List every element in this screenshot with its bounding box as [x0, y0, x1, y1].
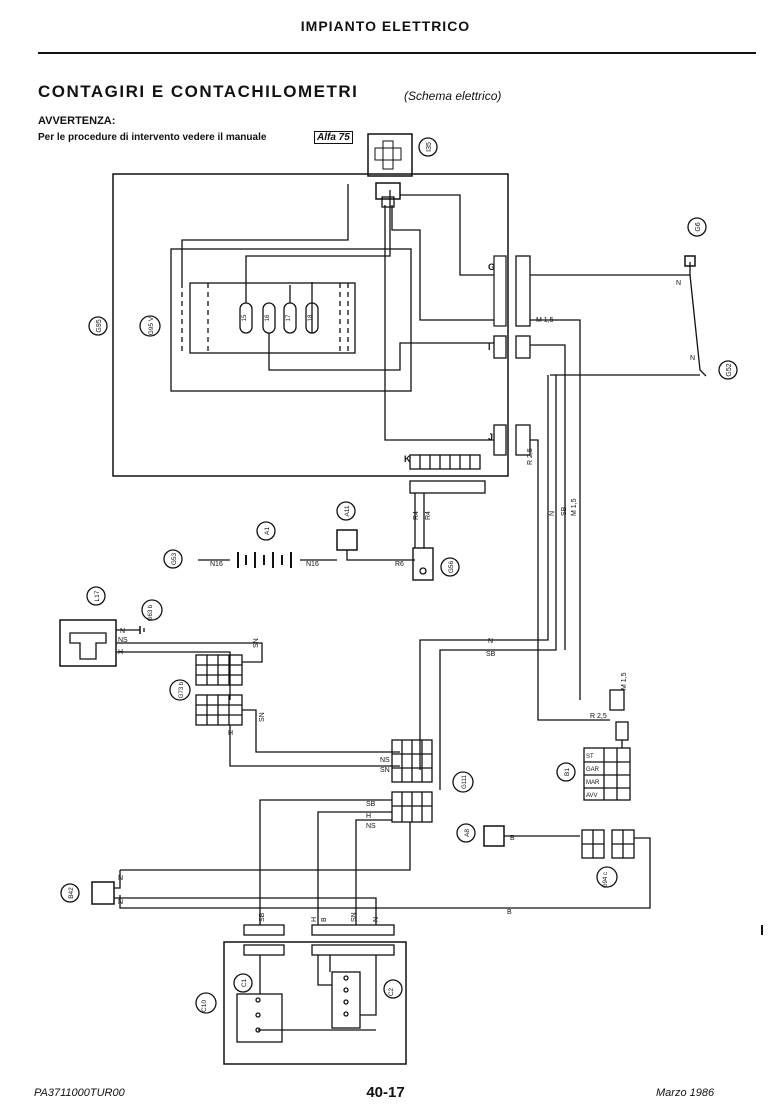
wire-ns-g111: NS	[380, 757, 390, 764]
label-g95: G95	[96, 319, 103, 332]
connector-g111: G111 NS SN SB H NS	[120, 739, 474, 925]
label-c1: C1	[241, 978, 248, 987]
label-g63b: G63 b	[148, 604, 154, 621]
wire-r25-top: R 2,5	[527, 448, 534, 465]
sender-a8: A8 G94 c B B	[119, 823, 651, 916]
label-g6: G6	[695, 222, 702, 231]
wire-n-g52: N	[690, 355, 695, 362]
wire-r4-right: R4	[425, 511, 432, 520]
sensor-l17: L17 G63 b N NS H G73 b SN SN H	[59, 586, 400, 767]
warning-label: AVVERTENZA:	[38, 115, 116, 127]
wire-sb-g111: SB	[366, 801, 376, 808]
page-subtitle: (Schema elettrico)	[404, 89, 502, 103]
wire-sn-c10: SN	[351, 912, 358, 922]
wire-h-g111: H	[366, 813, 371, 820]
gauge-pin-16: 16	[265, 314, 271, 321]
battery-circuit: A11 A1 G53 G56 R4 R4 R6 N16 N16	[163, 493, 460, 581]
label-c2: C2	[388, 987, 395, 996]
warning-text: Per le procedure di intervento vedere il…	[38, 132, 267, 143]
wire-sb-mid: SB	[486, 651, 496, 658]
wire-n-b42b: N	[118, 899, 123, 906]
label-g73b: G73 b	[179, 681, 185, 698]
label-i35: I35	[426, 142, 433, 152]
footer-code: PA3711000TUR00	[34, 1087, 125, 1099]
header-rule	[38, 52, 756, 54]
instrument-c10: C1 C2 C10 SB H B SN N	[195, 912, 407, 1065]
wire-n-g6: N	[676, 280, 681, 287]
wire-sn-upper: SN	[253, 638, 260, 648]
ignition-switch-b1: ST GAR MAR AVV B1 R 2,5 M 1,5	[556, 672, 631, 801]
label-b42: B42	[68, 887, 75, 899]
main-harness: R 2,5 N SB M 1,5 N SB	[419, 375, 610, 790]
wire-m15-harness: M 1,5	[571, 498, 578, 516]
label-l17: L17	[94, 590, 101, 601]
ground-g6-g52: G6 G52 N N M 1,5	[530, 217, 738, 700]
b1-label-st: ST	[586, 754, 594, 760]
wire-n16-left: N16	[210, 561, 223, 568]
connector-letter-g: G	[488, 262, 495, 272]
connector-letter-j: J	[488, 432, 493, 442]
sensor-b42: B42 N N	[60, 870, 377, 925]
wire-r4-left: R4	[413, 511, 420, 520]
label-b1: B1	[564, 768, 571, 776]
label-g95v: G95 V	[148, 316, 155, 335]
connector-letter-k: K	[404, 454, 411, 464]
connector-i35: I35	[367, 133, 438, 177]
section-header: IMPIANTO ELETTRICO	[300, 18, 471, 34]
wire-n-mid: N	[488, 638, 493, 645]
wire-r6: R6	[395, 561, 404, 568]
label-g94c: G94 c	[603, 872, 609, 888]
wire-ns-l17: NS	[118, 637, 128, 644]
page-title: CONTAGIRI E CONTACHILOMETRI	[38, 82, 359, 101]
wire-n-b42a: N	[118, 875, 123, 882]
wire-h-c10: H	[311, 917, 318, 922]
b1-label-gar: GAR	[586, 767, 600, 773]
label-a8: A8	[464, 829, 471, 837]
wire-h-lower: H	[228, 730, 233, 737]
label-g52: G52	[726, 363, 733, 376]
wire-m15-top: M 1,5	[536, 317, 554, 324]
label-c10: C10	[201, 1000, 208, 1012]
wire-sn-g111: SN	[380, 767, 390, 774]
wire-b-a8: B	[510, 835, 515, 842]
wire-n16-right: N16	[306, 561, 319, 568]
wire-ns-g111b: NS	[366, 823, 376, 830]
gauge-pin-15: 15	[242, 314, 248, 321]
manual-reference: Alfa 75	[314, 131, 353, 144]
b1-label-avv: AVV	[586, 793, 598, 799]
wire-n-harness: N	[549, 511, 556, 516]
footer-page: 40-17	[366, 1084, 405, 1101]
label-a11: A11	[344, 505, 351, 516]
footer-date: Marzo 1986	[656, 1087, 715, 1099]
label-g53: G53	[171, 552, 178, 565]
wire-sb-c10: SB	[259, 912, 266, 922]
wire-sn-lower: SN	[259, 712, 266, 722]
wire-sb-harness: SB	[561, 506, 568, 516]
wire-m15-b1: M 1,5	[621, 672, 628, 690]
gauge-pin-17: 17	[286, 314, 292, 321]
wire-n-c10: N	[373, 917, 380, 922]
wire-h-l17: H	[118, 649, 123, 656]
label-g56: G56	[448, 560, 455, 573]
label-a1: A1	[264, 527, 271, 535]
wire-r25-b1: R 2,5	[590, 713, 607, 720]
connector-letter-i: I	[488, 342, 491, 352]
wire-b-c10: B	[321, 917, 328, 922]
wire-b-lower: B	[507, 909, 512, 916]
b1-label-mar: MAR	[586, 780, 600, 786]
label-g111: G111	[462, 774, 468, 788]
wire-n-l17: N	[120, 628, 125, 635]
instrument-panel-g95: 15 16 17 18 G I J K G95 G95 V	[88, 173, 531, 494]
gauge-pin-18: 18	[308, 314, 314, 321]
